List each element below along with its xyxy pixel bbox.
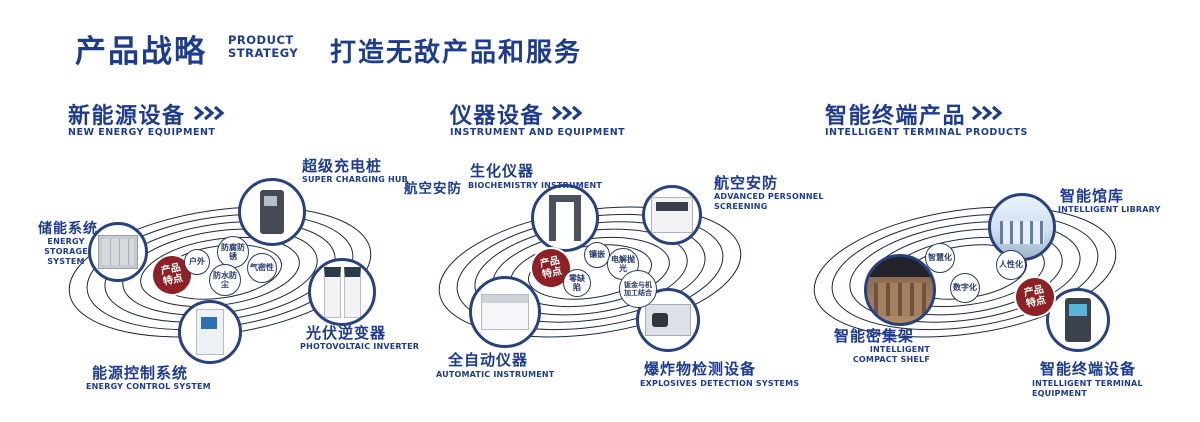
label-inverter-zh: 光伏逆变器 <box>306 324 387 342</box>
feature-bubble: 人性化 <box>996 250 1026 280</box>
feature-label: 防水防尘 <box>213 270 237 289</box>
feature-bubble: 钣金与机加工结合 <box>619 270 657 308</box>
label-automatic-zh: 全自动仪器 <box>448 351 529 369</box>
explosives-detector-photo <box>645 304 691 336</box>
label-explosives-en: EXPLOSIVES DETECTION SYSTEMS <box>640 379 800 388</box>
label-aviation-security-left: 航空安防 <box>404 181 462 197</box>
label-charging-hub-zh: 超级充电桩 <box>302 157 383 175</box>
label-explosives-zh: 爆炸物检测设备 <box>644 360 757 378</box>
node-energy-storage <box>88 222 148 282</box>
feature-label: 零缺陷 <box>569 273 585 292</box>
screening-machine-photo <box>651 197 693 233</box>
page-title-en: PRODUCT STRATEGY <box>228 33 299 61</box>
automatic-instrument-photo <box>481 294 529 330</box>
charging-pile-photo <box>260 190 284 234</box>
biochemistry-instrument-photo <box>549 195 581 241</box>
label-inverter-en: PHOTOVOLTAIC INVERTER <box>300 342 420 351</box>
label-personnel-screening-zh: 航空安防 <box>714 174 779 192</box>
feature-label: 电解抛光 <box>611 254 635 273</box>
section-title-instruments: 仪器设备 <box>450 104 545 129</box>
feature-label: 智慧化 <box>928 253 952 263</box>
node-biochemistry-instrument <box>531 184 599 252</box>
feature-bubble: 气密性 <box>247 253 277 283</box>
node-automatic-instrument <box>469 276 541 348</box>
feature-bubble: 智慧化 <box>925 243 955 273</box>
product-features-badge-label: 产品特点 <box>1022 283 1048 310</box>
feature-bubble: 防水防尘 <box>209 264 241 296</box>
feature-label: 数字化 <box>953 283 977 293</box>
label-energy-storage-en: ENERGY STORAGE SYSTEM <box>44 237 88 266</box>
section-title-terminals: 智能终端产品 <box>825 104 967 129</box>
feature-bubble: 户外 <box>184 249 210 275</box>
feature-label: 镶嵌 <box>589 250 605 260</box>
product-features-badge-label: 产品特点 <box>538 254 564 281</box>
terminal-kiosk-photo <box>1065 298 1091 342</box>
feature-bubble: 零缺陷 <box>563 269 591 297</box>
label-personnel-screening-en: ADVANCED PERSONNEL SCREENING <box>714 192 824 211</box>
page-title: 产品战略 <box>75 34 207 70</box>
node-intelligent-library <box>988 193 1056 261</box>
label-terminal-zh: 智能终端设备 <box>1040 360 1137 378</box>
feature-label: 防腐防锈 <box>221 242 245 261</box>
control-cabinet-photo <box>196 309 224 355</box>
feature-label: 户外 <box>189 257 205 267</box>
feature-label: 钣金与机加工结合 <box>624 280 652 297</box>
feature-bubble: 镶嵌 <box>584 242 610 268</box>
label-charging-hub-en: SUPER CHARGING HUB <box>302 175 408 184</box>
label-biochemistry-zh: 生化仪器 <box>470 162 535 180</box>
node-explosives-detection <box>636 288 700 352</box>
tagline: 打造无敌产品和服务 <box>330 38 583 68</box>
section-subtitle-new-energy: NEW ENERGY EQUIPMENT <box>68 127 216 138</box>
node-intelligent-terminal <box>1046 288 1110 352</box>
label-energy-control-en: ENERGY CONTROL SYSTEM <box>86 382 211 391</box>
label-library-en: INTELLIGENT LIBRARY <box>1058 205 1161 214</box>
node-super-charging-hub <box>238 178 306 246</box>
section-title-new-energy: 新能源设备 <box>68 104 186 129</box>
label-biochemistry-en: BIOCHEMISTRY INSTRUMENT <box>468 181 603 190</box>
label-terminal-en: INTELLIGENT TERMINAL EQUIPMENT <box>1032 379 1143 398</box>
node-energy-control <box>178 300 242 364</box>
energy-storage-photo <box>98 235 138 269</box>
label-library-zh: 智能馆库 <box>1060 187 1125 205</box>
label-compact-shelf-en: INTELLIGENT COMPACT SHELF <box>852 345 930 364</box>
product-features-badge-label: 产品特点 <box>159 261 185 288</box>
node-compact-shelf <box>864 254 936 326</box>
inverter-photo <box>323 266 361 318</box>
triple-chevron-icon <box>971 105 1003 121</box>
feature-bubble: 防腐防锈 <box>217 236 249 268</box>
feature-bubble: 数字化 <box>950 273 980 303</box>
triple-chevron-icon <box>193 105 225 121</box>
label-energy-storage-zh: 储能系统 <box>38 221 98 237</box>
feature-label: 气密性 <box>250 263 274 273</box>
label-compact-shelf-zh: 智能密集架 <box>834 327 915 345</box>
feature-label: 人性化 <box>999 260 1023 270</box>
section-subtitle-terminals: INTELLIGENT TERMINAL PRODUCTS <box>825 127 1028 138</box>
label-automatic-en: AUTOMATIC INSTRUMENT <box>436 370 555 379</box>
node-photovoltaic-inverter <box>308 258 376 326</box>
label-energy-control-zh: 能源控制系统 <box>92 364 189 382</box>
triple-chevron-icon <box>551 105 583 121</box>
section-subtitle-instruments: INSTRUMENT AND EQUIPMENT <box>450 127 626 138</box>
node-personnel-screening <box>642 185 702 245</box>
page-title-en-line1: PRODUCT <box>228 33 294 47</box>
page-title-en-line2: STRATEGY <box>228 46 299 61</box>
